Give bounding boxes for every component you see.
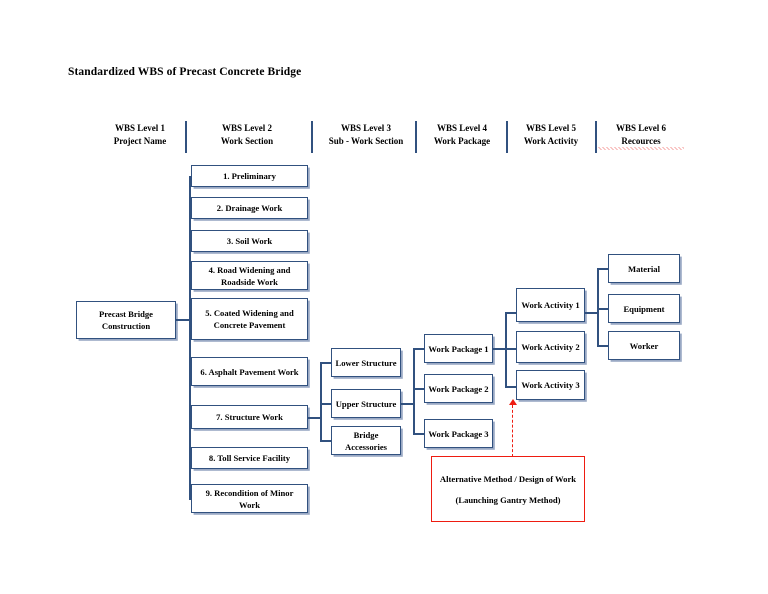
column-header-level-4-line1: WBS Level 4	[436, 123, 487, 133]
node-sub-work-section-3[interactable]: Bridge Accessories	[331, 426, 401, 455]
node-work-package-2[interactable]: Work Package 2	[424, 374, 493, 403]
node-resource-material-label: Material	[628, 263, 660, 274]
connector-l6-trunk	[597, 268, 599, 346]
node-work-activity-2-label: Work Activity 2	[521, 342, 580, 352]
connector-l2-to-l3-out	[308, 417, 321, 419]
node-project-name[interactable]: Precast Bridge Construction	[76, 301, 176, 339]
alternative-method-arrow-head	[509, 399, 517, 405]
connector-l3-stub-2	[320, 403, 332, 405]
alternative-method-arrow-line	[512, 405, 513, 457]
connector-l4-trunk	[413, 348, 415, 434]
column-header-level-4-line2: Work Package	[433, 136, 491, 146]
node-work-section-2[interactable]: 2. Drainage Work	[191, 197, 308, 219]
node-resource-material[interactable]: Material	[608, 254, 680, 283]
node-work-section-9-label: 9. Recondition of Minor Work	[205, 487, 294, 510]
node-resource-equipment[interactable]: Equipment	[608, 294, 680, 323]
node-resource-equipment-label: Equipment	[623, 303, 665, 314]
connector-l5-to-l6-out	[585, 312, 598, 314]
header-divider-2	[311, 121, 313, 153]
node-work-activity-3-label: Work Activity 3	[521, 380, 580, 390]
node-work-activity-1[interactable]: Work Activity 1	[516, 288, 585, 322]
column-header-level-4: WBS Level 4 Work Package	[418, 122, 506, 148]
column-header-level-6-line2: Recources	[598, 135, 684, 150]
node-work-section-2-label: 2. Drainage Work	[216, 203, 283, 213]
node-work-section-1-label: 1. Preliminary	[223, 171, 276, 181]
connector-l1-out	[176, 319, 190, 321]
header-divider-5	[595, 121, 597, 153]
node-work-section-7-label: 7. Structure Work	[216, 412, 283, 422]
node-work-package-3[interactable]: Work Package 3	[424, 419, 493, 448]
node-sub-work-section-1[interactable]: Lower Structure	[331, 348, 401, 377]
connector-l4-stub-1	[413, 348, 425, 350]
node-work-section-3[interactable]: 3. Soil Work	[191, 230, 308, 252]
connector-l4-to-l5-out	[493, 348, 506, 350]
connector-l5-stub-1	[505, 312, 517, 314]
connector-l3-to-l4-out	[401, 403, 414, 405]
column-header-level-5: WBS Level 5 Work Activity	[509, 122, 593, 148]
header-divider-1	[185, 121, 187, 153]
column-header-level-6: WBS Level 6 Recources	[598, 122, 684, 150]
header-divider-4	[506, 121, 508, 153]
connector-l5-stub-3	[505, 386, 517, 388]
connector-l4-stub-2	[413, 388, 425, 390]
column-header-level-3-line1: WBS Level 3	[340, 123, 391, 133]
node-work-package-1-label: Work Package 1	[428, 343, 489, 354]
connector-l6-stub-1	[597, 268, 609, 270]
node-project-name-label: Precast Bridge Construction	[98, 309, 153, 331]
connector-l1-trunk	[189, 176, 191, 498]
connector-l3-trunk	[320, 362, 322, 440]
node-resource-worker[interactable]: Worker	[608, 331, 680, 360]
node-sub-work-section-1-label: Lower Structure	[335, 357, 397, 368]
column-header-level-1: WBS Level 1 Project Name	[95, 122, 185, 148]
node-alternative-method[interactable]: Alternative Method / Design of Work (Lau…	[431, 456, 585, 522]
node-work-section-6[interactable]: 6. Asphalt Pavement Work	[191, 357, 308, 386]
connector-l3-stub-1	[320, 362, 332, 364]
column-header-level-1-line1: WBS Level 1	[114, 123, 165, 133]
node-work-section-8-label: 8. Toll Service Facility	[208, 453, 291, 463]
page-title: Standardized WBS of Precast Concrete Bri…	[68, 66, 302, 78]
node-work-package-2-label: Work Package 2	[428, 383, 489, 394]
node-work-section-7[interactable]: 7. Structure Work	[191, 405, 308, 429]
node-sub-work-section-3-label: Bridge Accessories	[345, 429, 387, 452]
column-header-level-5-line1: WBS Level 5	[525, 123, 576, 133]
node-work-section-3-label: 3. Soil Work	[226, 236, 273, 246]
header-divider-3	[415, 121, 417, 153]
node-work-section-6-label: 6. Asphalt Pavement Work	[200, 366, 299, 377]
node-work-section-8[interactable]: 8. Toll Service Facility	[191, 447, 308, 469]
node-work-activity-3[interactable]: Work Activity 3	[516, 370, 585, 400]
connector-l5-stub-2	[505, 348, 517, 350]
node-alternative-method-line1: Alternative Method / Design of Work	[439, 473, 577, 484]
node-sub-work-section-2-label: Upper Structure	[335, 398, 397, 409]
node-sub-work-section-2[interactable]: Upper Structure	[331, 389, 401, 418]
node-work-activity-2[interactable]: Work Activity 2	[516, 331, 585, 363]
column-header-level-1-line2: Project Name	[113, 136, 167, 146]
node-work-package-1[interactable]: Work Package 1	[424, 334, 493, 363]
node-work-section-4[interactable]: 4. Road Widening and Roadside Work	[191, 261, 308, 290]
column-header-level-6-line1: WBS Level 6	[615, 123, 666, 133]
column-header-level-2-line2: Work Section	[220, 136, 274, 146]
node-resource-worker-label: Worker	[629, 340, 659, 351]
column-header-level-3: WBS Level 3 Sub - Work Section	[314, 122, 418, 148]
connector-l4-stub-3	[413, 433, 425, 435]
node-alternative-method-line2: (Launching Gantry Method)	[455, 494, 561, 505]
column-header-level-2-line1: WBS Level 2	[221, 123, 272, 133]
connector-l6-stub-3	[597, 345, 609, 347]
column-header-level-5-line2: Work Activity	[523, 136, 579, 146]
column-header-level-3-line2: Sub - Work Section	[328, 136, 404, 146]
connector-l6-stub-2	[597, 308, 609, 310]
node-work-section-9[interactable]: 9. Recondition of Minor Work	[191, 484, 308, 513]
node-work-section-1[interactable]: 1. Preliminary	[191, 165, 308, 187]
node-work-package-3-label: Work Package 3	[428, 428, 489, 439]
node-work-activity-1-label: Work Activity 1	[521, 300, 580, 310]
column-header-level-2: WBS Level 2 Work Section	[197, 122, 297, 148]
connector-l3-stub-3	[320, 440, 332, 442]
node-work-section-5-label: 5. Coated Widening and Concrete Pavement	[205, 308, 294, 330]
node-work-section-5[interactable]: 5. Coated Widening and Concrete Pavement	[191, 298, 308, 340]
node-work-section-4-label: 4. Road Widening and Roadside Work	[208, 264, 291, 287]
